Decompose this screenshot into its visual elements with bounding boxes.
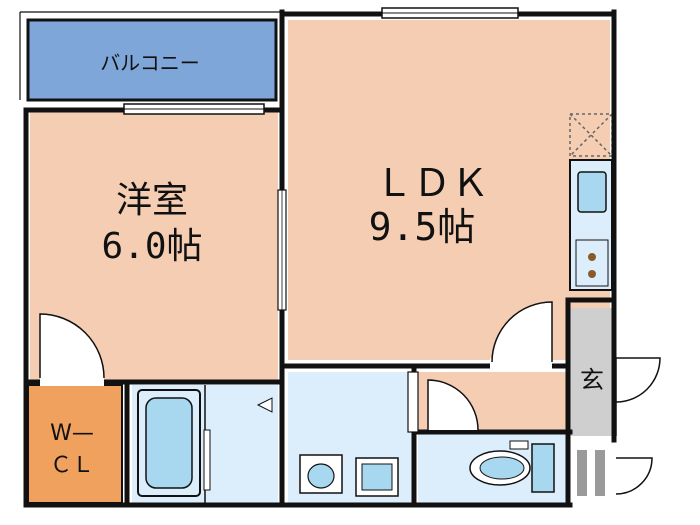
toilet-tank bbox=[531, 443, 555, 493]
ldk-door-swing bbox=[491, 301, 553, 363]
balcony-area bbox=[26, 18, 278, 102]
fridge-cross-a bbox=[569, 113, 613, 157]
walk-in-closet bbox=[27, 384, 123, 504]
closet-label-1: W— bbox=[50, 421, 94, 446]
bathtub-basin bbox=[145, 397, 193, 489]
ldk-name: ＬＤＫ bbox=[375, 161, 489, 205]
closet-label-2: ＣＬ bbox=[50, 453, 94, 478]
ldk-size: 9.5帖 bbox=[369, 205, 476, 249]
entrance-door-swing bbox=[615, 357, 661, 403]
kitchen-sink bbox=[577, 171, 607, 213]
washing-machine-pan bbox=[361, 463, 393, 491]
stove-top bbox=[575, 239, 609, 287]
entrance-label: 玄 bbox=[580, 366, 604, 394]
storage-door-swing bbox=[615, 457, 653, 495]
washroom-door bbox=[407, 371, 419, 433]
shoe-storage-1 bbox=[577, 450, 587, 496]
stove-burner-1 bbox=[588, 253, 596, 261]
toilet-paper-holder bbox=[509, 440, 529, 450]
entrance-floor bbox=[570, 308, 614, 436]
western-door-swing bbox=[39, 313, 105, 379]
toilet-seat bbox=[479, 456, 525, 480]
stove-burner-2 bbox=[588, 270, 596, 278]
shoe-storage-2 bbox=[595, 450, 605, 496]
balcony-label: バルコニー bbox=[100, 51, 200, 75]
fridge-cross-b bbox=[569, 113, 613, 157]
ldk-floor bbox=[288, 20, 610, 360]
shower-fixture-icon bbox=[256, 397, 273, 413]
toilet-door-swing bbox=[427, 379, 479, 431]
washbasin-bowl bbox=[307, 463, 335, 489]
western-room-size: 6.0帖 bbox=[101, 226, 202, 267]
bath-door bbox=[203, 429, 211, 491]
western-room-name: 洋室 bbox=[116, 180, 188, 221]
